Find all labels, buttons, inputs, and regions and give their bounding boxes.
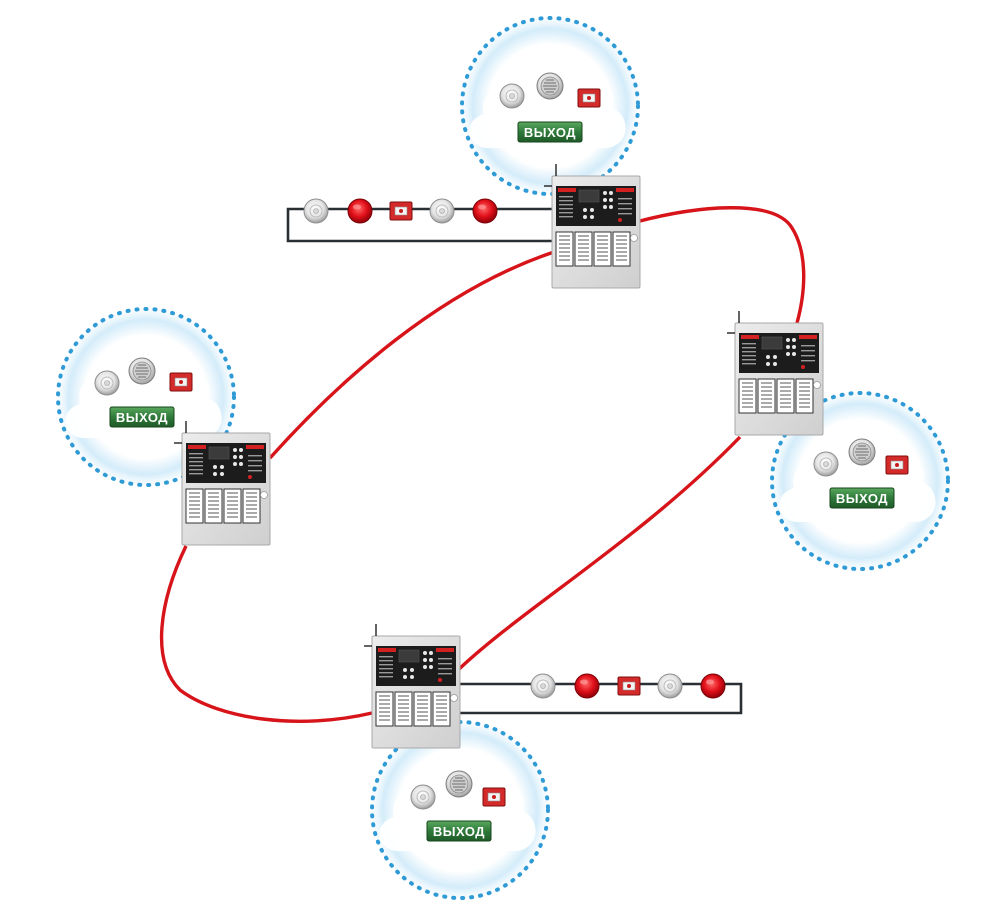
smoke-detector-icon xyxy=(499,83,525,109)
exit-sign-label: ВЫХОД xyxy=(116,410,168,425)
ring-line-right-bottom xyxy=(454,435,742,674)
speaker-icon xyxy=(445,770,473,798)
smoke-detector-icon xyxy=(429,198,455,224)
manual-call-point-icon xyxy=(617,676,641,696)
sounder-icon xyxy=(700,673,726,699)
speaker-icon xyxy=(536,72,564,100)
zone-cloud-top: ВЫХОД xyxy=(460,16,640,196)
speaker-icon xyxy=(128,357,156,385)
manual-call-point-icon xyxy=(169,372,193,392)
manual-call-point-icon xyxy=(577,88,601,108)
exit-sign: ВЫХОД xyxy=(829,487,895,509)
ring-line-bottom-left xyxy=(159,545,373,723)
smoke-detector-icon xyxy=(530,673,556,699)
exit-sign-label: ВЫХОД xyxy=(524,125,576,140)
sounder-icon xyxy=(347,198,373,224)
ring-line-left-top xyxy=(268,250,555,460)
fire-control-panel-left xyxy=(173,420,271,546)
manual-call-point-icon xyxy=(389,201,413,221)
device-chain-top xyxy=(303,198,498,224)
fire-control-panel-right xyxy=(726,310,824,436)
sounder-icon xyxy=(472,198,498,224)
device-chain-bottom xyxy=(530,673,726,699)
device-bus-top xyxy=(286,207,552,243)
smoke-detector-icon xyxy=(94,370,120,396)
ring-line-top-right xyxy=(635,206,806,324)
smoke-detector-icon xyxy=(657,673,683,699)
fire-control-panel-top xyxy=(543,163,641,289)
exit-sign-label: ВЫХОД xyxy=(836,491,888,506)
sounder-icon xyxy=(574,673,600,699)
exit-sign-label: ВЫХОД xyxy=(433,824,485,839)
exit-sign: ВЫХОД xyxy=(517,121,583,143)
manual-call-point-icon xyxy=(885,455,909,475)
smoke-detector-icon xyxy=(303,198,329,224)
fire-control-panel-bottom xyxy=(363,623,461,749)
exit-sign: ВЫХОД xyxy=(109,406,175,428)
exit-sign: ВЫХОД xyxy=(426,820,492,842)
smoke-detector-icon xyxy=(410,784,436,810)
speaker-icon xyxy=(848,438,876,466)
zone-cloud-right: ВЫХОД xyxy=(770,391,950,571)
smoke-detector-icon xyxy=(813,451,839,477)
zone-cloud-bottom: ВЫХОД xyxy=(370,720,550,900)
manual-call-point-icon xyxy=(482,787,506,807)
